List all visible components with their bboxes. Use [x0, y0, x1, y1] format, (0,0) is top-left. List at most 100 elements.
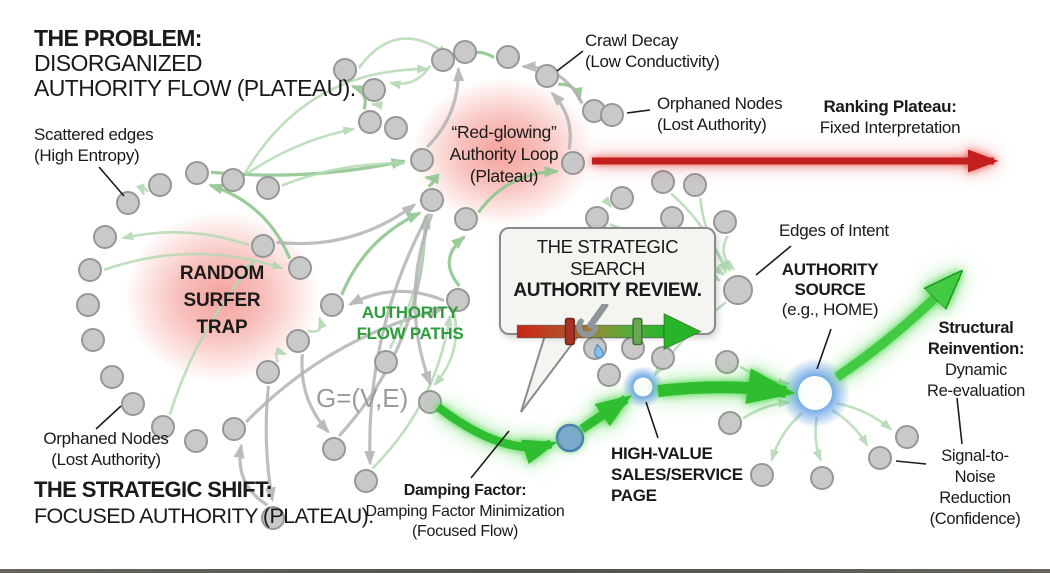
graph-node: [420, 188, 444, 212]
graph-edge: [103, 252, 284, 272]
orphaned-top-pointer: [626, 109, 651, 114]
shift-title: THE STRATEGIC SHIFT: FOCUSED AUTHORITY (…: [34, 477, 374, 528]
graph-node: [151, 415, 175, 439]
graph-node: [374, 350, 398, 374]
graph-node: [410, 148, 434, 172]
graph-node: [610, 186, 634, 210]
crawl-decay-label: Crawl Decay (Low Conductivity): [585, 31, 720, 71]
graph-edge: [307, 316, 327, 333]
graph-node: [683, 173, 707, 197]
scattered-edges-pointer: [98, 166, 125, 197]
graph-edge: [135, 183, 149, 196]
graph-node: [354, 469, 378, 493]
graph-edge: [233, 443, 269, 507]
graph-edge: [364, 212, 431, 466]
pipe-coupling-right: [631, 317, 643, 346]
graph-edge: [300, 354, 330, 434]
structural-reinvention-label: Structural Reinvention: Dynamic Re-evalu…: [927, 319, 1025, 400]
graph-node: [868, 446, 892, 470]
scattered-edges-label: Scattered edges (High Entropy): [34, 125, 154, 165]
graph-node: [597, 363, 621, 387]
orphaned-bottom-pointer: [95, 405, 122, 430]
high-value-pointer: [645, 401, 659, 439]
review-callout: THE STRATEGIC SEARCH AUTHORITY REVIEW.: [499, 227, 716, 359]
graph-node: [358, 110, 382, 134]
graph-edge: [370, 100, 383, 110]
graph-edge: [739, 365, 791, 388]
signal-to-noise-label: Signal-to- Noise Reduction (Confidence): [929, 447, 1021, 528]
graph-node: [121, 392, 145, 416]
graph-edge: [424, 173, 440, 188]
pointer-lines: [95, 50, 963, 479]
edges-of-intent-pointer: [755, 245, 792, 276]
graph-edge: [477, 166, 560, 214]
signal-noise-pointer: [895, 460, 927, 465]
bottom-edge-strip: [0, 569, 1050, 573]
graph-edge: [121, 230, 250, 247]
graph-node: [148, 173, 172, 197]
graph-node: [100, 365, 124, 389]
graph-edge: [742, 398, 791, 420]
graph-edge: [244, 64, 430, 174]
graph-node: [750, 463, 774, 487]
graph-node: [333, 58, 357, 82]
intermediate-blue-node: [555, 423, 585, 453]
graph-node: [715, 350, 739, 374]
graph-edge: [357, 37, 449, 69]
orphaned-nodes-top-label: Orphaned Nodes (Lost Authority): [657, 94, 783, 134]
authority-flow-paths-label: AUTHORITY FLOW PATHS: [356, 303, 464, 343]
graph-node: [535, 64, 559, 88]
high-value-page-label: HIGH-VALUE SALES/SERVICE PAGE: [611, 444, 743, 505]
graph-node: [384, 116, 408, 140]
graph-node: [561, 151, 585, 175]
graph-edge: [348, 289, 445, 306]
graph-node: [81, 328, 105, 352]
graph-node: [600, 103, 624, 127]
graph-node: [116, 191, 140, 215]
graph-edge: [208, 183, 292, 260]
graph-node: [78, 258, 102, 282]
authority-gauge: [516, 301, 702, 359]
random-surfer-trap-label: RANDOM SURFER TRAP: [179, 263, 265, 338]
graph-node: [288, 256, 312, 280]
graph-edge: [264, 385, 276, 503]
graph-edge: [413, 213, 434, 387]
graph-node: [651, 346, 675, 370]
structural-pointer: [956, 397, 963, 445]
graph-node: [718, 411, 742, 435]
pipe-coupling-left: [564, 317, 575, 346]
graph-edge: [550, 91, 572, 150]
water-drop-icon: [593, 343, 604, 359]
graph-node: [454, 207, 478, 231]
graph-edge: [722, 235, 736, 271]
graph-edge: [274, 346, 288, 363]
authority-loop-label: “Red-glowing” Authority Loop (Plateau): [449, 122, 559, 186]
damping-factor-label: Damping Factor: Damping Factor Minimizat…: [365, 482, 565, 540]
graph-node: [251, 234, 275, 258]
graph-edges-layer: [103, 37, 893, 507]
authority-source-pointer: [816, 328, 832, 370]
edges-of-intent-label: Edges of Intent: [779, 221, 889, 240]
graph-node: [261, 506, 285, 530]
graph-node: [222, 417, 246, 441]
problem-title: THE PROBLEM: DISORGANIZED AUTHORITY FLOW…: [34, 25, 356, 101]
graph-notation-label: G=(V,E): [316, 383, 409, 413]
graph-edge: [281, 158, 407, 187]
graph-node: [185, 161, 209, 185]
graph-node: [723, 275, 753, 305]
graph-node: [93, 225, 117, 249]
graph-node: [256, 176, 280, 200]
authority-source-label: AUTHORITY SOURCE (e.g., HOME): [781, 260, 879, 319]
damping-pointer: [470, 430, 510, 479]
graph-node: [221, 168, 245, 192]
graph-node: [256, 360, 280, 384]
crawl-decay-pointer: [556, 50, 584, 72]
authority-source-node: [798, 376, 832, 410]
graph-edge: [433, 313, 458, 386]
graph-node: [496, 45, 520, 69]
ranking-plateau-label: Ranking Plateau: Fixed Interpretation: [819, 97, 961, 137]
graph-node: [431, 48, 455, 72]
graph-edge: [245, 126, 356, 176]
